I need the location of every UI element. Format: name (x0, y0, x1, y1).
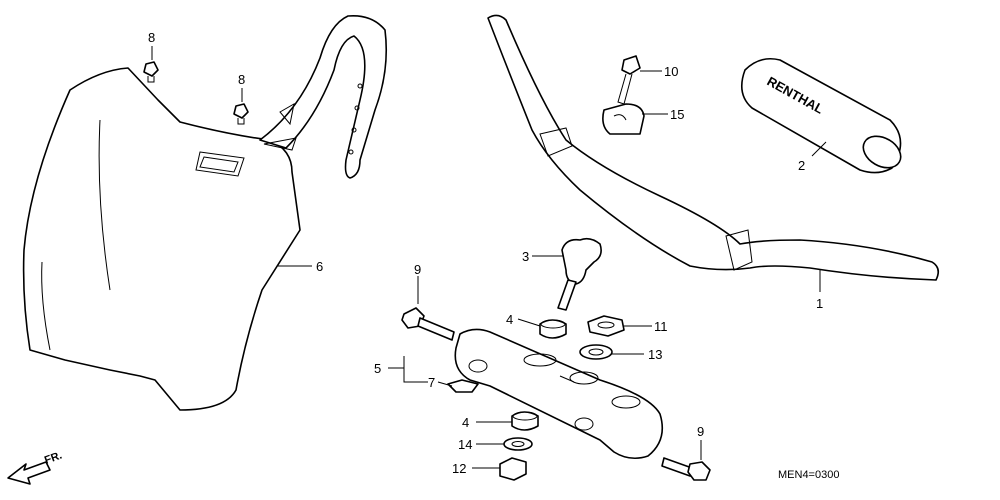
screw-part-8b (233, 103, 249, 125)
callout-1: 1 (816, 296, 823, 311)
grip-part: RENTHAL (740, 57, 902, 174)
callout-8b: 8 (238, 72, 245, 87)
callout-10: 10 (664, 64, 678, 79)
bolt-part-10 (617, 55, 641, 105)
callout-9a: 9 (414, 262, 421, 277)
washer-part-13 (579, 344, 613, 360)
callout-4b: 4 (462, 415, 469, 430)
callout-9b: 9 (697, 424, 704, 439)
callout-2: 2 (798, 158, 805, 173)
callout-8a: 8 (148, 30, 155, 45)
direction-label: FR. (43, 449, 64, 466)
screw-part-8a (143, 61, 159, 83)
leader-lines (151, 46, 827, 469)
diagram-code: MEN4=0300 (778, 469, 839, 481)
callout-12: 12 (452, 461, 466, 476)
callout-7: 7 (428, 375, 435, 390)
cushion-part-4a (539, 319, 567, 339)
front-direction-arrow-icon (7, 461, 51, 485)
callout-11: 11 (654, 319, 668, 334)
callout-14: 14 (458, 437, 472, 452)
callout-4a: 4 (506, 312, 513, 327)
callout-3: 3 (522, 249, 529, 264)
callout-15: 15 (670, 107, 684, 122)
handlebar-part (487, 14, 940, 281)
bolt-part-9b (661, 457, 711, 481)
number-plate-part (22, 14, 388, 411)
collar-part-7 (447, 379, 479, 393)
lower-holder-part (454, 328, 664, 460)
callout-6: 6 (316, 259, 323, 274)
washer-part-14 (503, 437, 533, 451)
nut-part-12 (499, 457, 527, 481)
nut-part-11 (587, 315, 625, 337)
callout-5: 5 (374, 361, 381, 376)
clamp-part-15 (602, 103, 645, 135)
upper-holder-part (557, 237, 602, 311)
cushion-part-4b (511, 411, 539, 431)
callout-13: 13 (648, 347, 662, 362)
bolt-part-9a (401, 307, 455, 341)
